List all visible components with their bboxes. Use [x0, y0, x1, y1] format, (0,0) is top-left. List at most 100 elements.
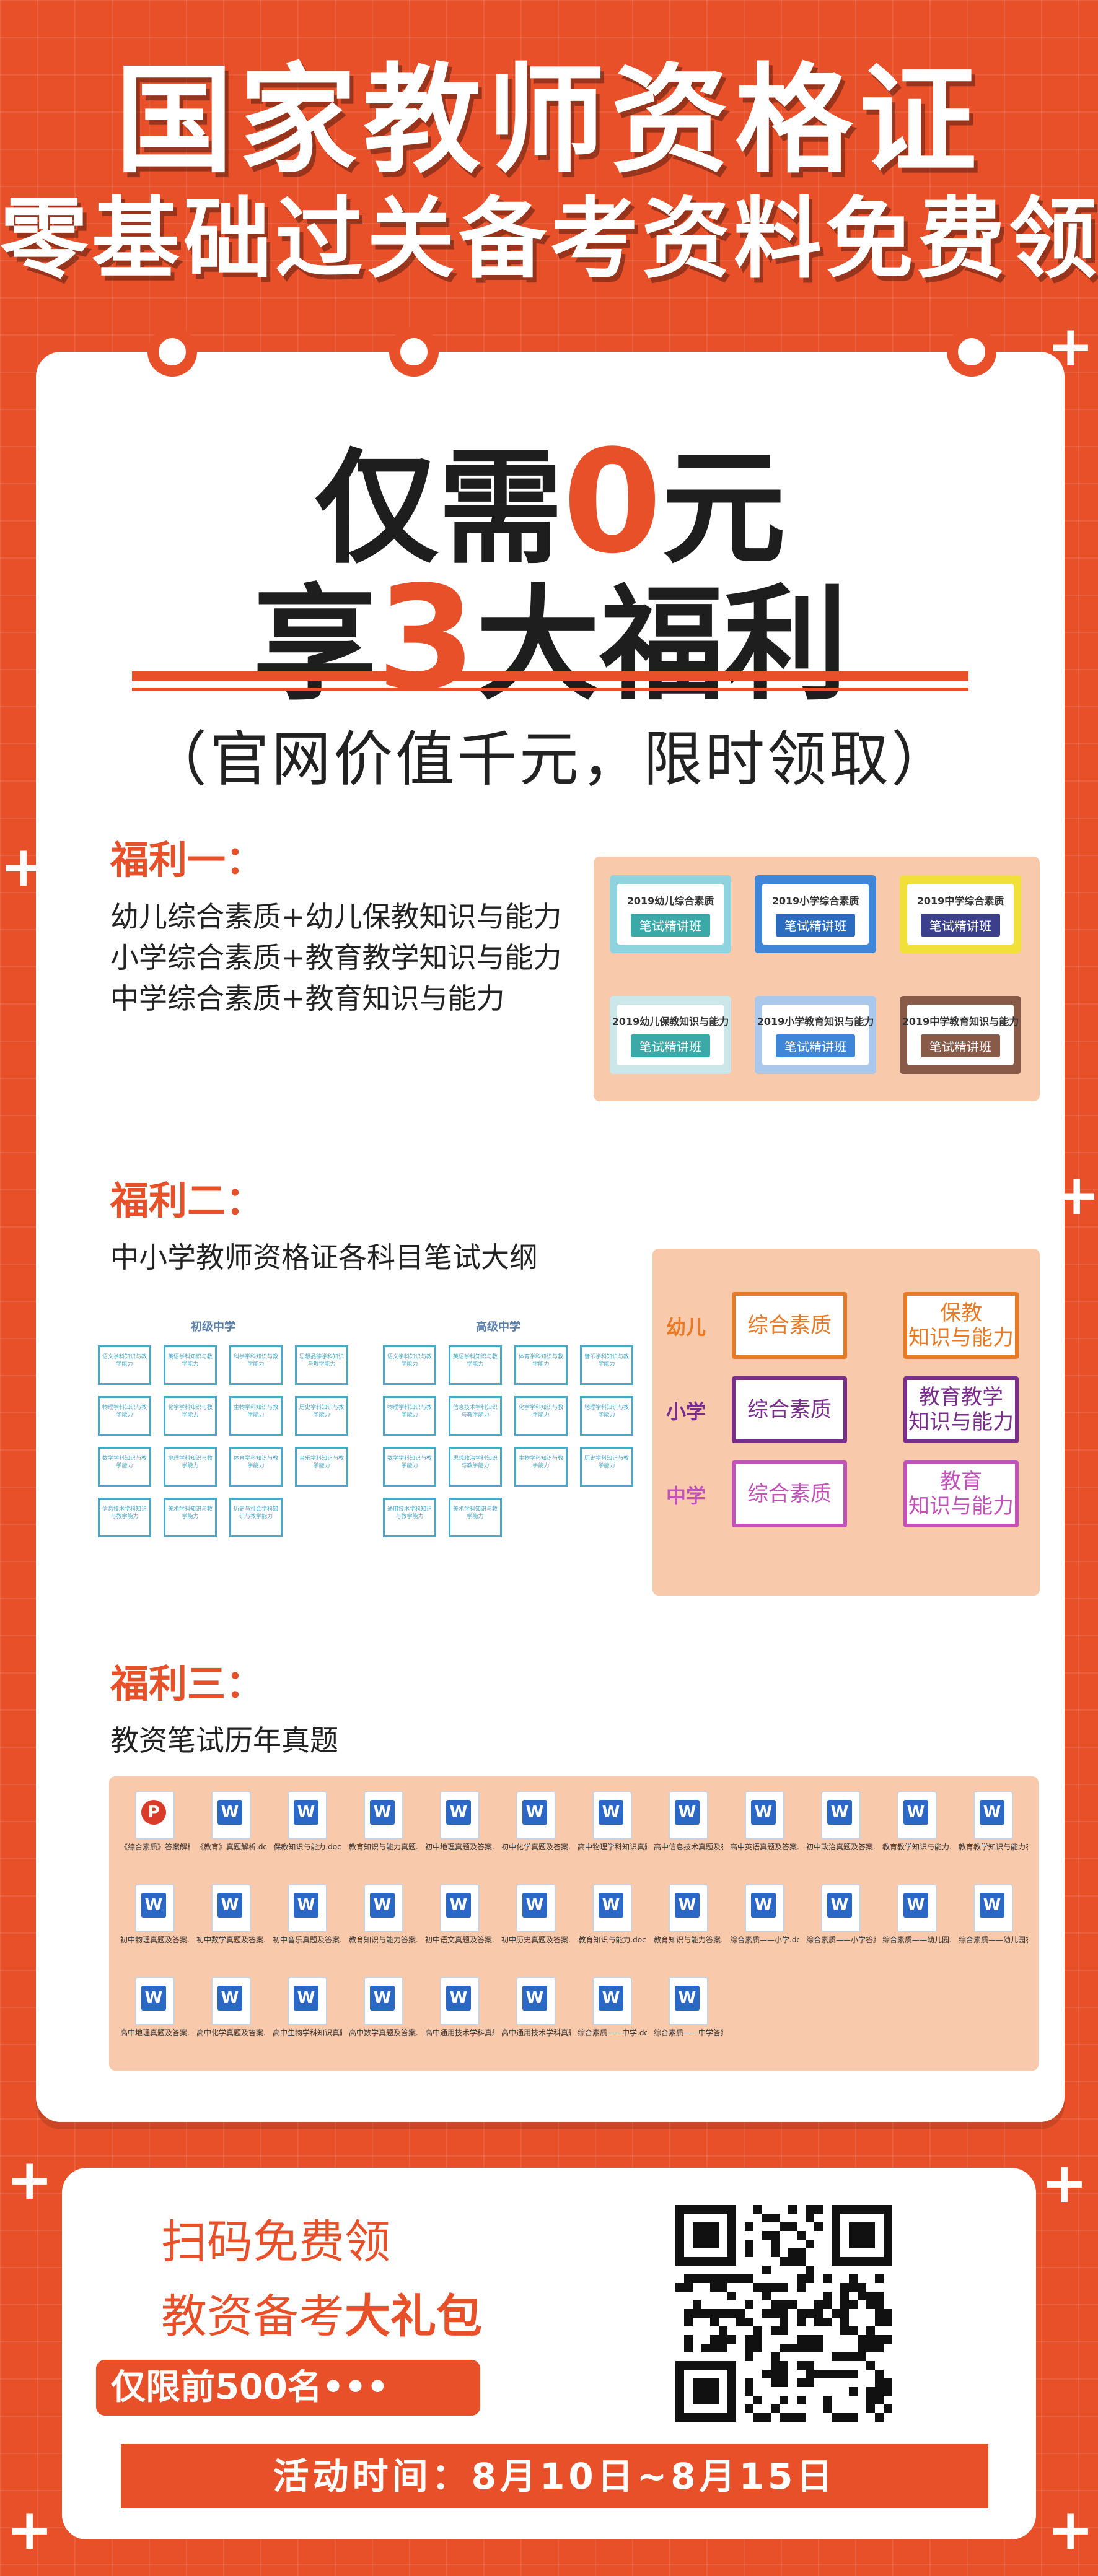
outline-item: 信息技术学科知识与教学能力 [98, 1498, 151, 1537]
plus-icon: + [1047, 2497, 1094, 2562]
outline-item: 科学学科知识与教学能力 [229, 1345, 283, 1385]
outline-item: 通用技术学科知识与教学能力 [383, 1498, 436, 1537]
word-file-icon: W [669, 1791, 708, 1840]
file-name: 初中历史真题及答案.doc [501, 1936, 571, 1944]
file-item[interactable]: W《教育》真题解析.doc [196, 1791, 266, 1852]
course-card: 2019中学教育知识与能力笔试精讲班 [900, 996, 1021, 1074]
word-file-icon: W [897, 1791, 937, 1840]
word-file-icon: W [211, 1977, 251, 2025]
outline-item: 音乐学科知识与教学能力 [295, 1447, 348, 1487]
level-label: 幼儿 [666, 1316, 706, 1339]
course-title: 2019中学综合素质 [916, 894, 1004, 907]
file-name: 教育知识与能力真题.doc [349, 1843, 418, 1851]
outline-area: 初级中学语文学科知识与教学能力英语学科知识与教学能力科学学科知识与教学能力思想品… [98, 1318, 656, 1566]
file-name: 高中生物学科知识真题及答案.doc [273, 2028, 342, 2037]
word-file-icon: W [364, 1884, 403, 1932]
plus-icon: + [6, 2147, 53, 2212]
file-name: 综合素质——小学.doc [730, 1936, 799, 1944]
word-file-icon: W [211, 1884, 251, 1932]
course-badge: 笔试精讲班 [921, 913, 1000, 937]
word-file-icon: W [440, 1884, 480, 1932]
course-badge: 笔试精讲班 [776, 913, 855, 937]
word-file-icon: W [669, 1884, 708, 1932]
file-item[interactable]: W高中物理学科知识真题及答案.doc [578, 1791, 647, 1852]
file-name: 高中数学真题及答案.doc [349, 2028, 418, 2037]
event-time-bar: 活动时间：8月10日~8月15日 [121, 2444, 988, 2508]
file-name: 高中物理学科知识真题及答案.doc [578, 1843, 647, 1851]
outline-group-label: 初级中学 [191, 1321, 235, 1334]
file-name: 教育教学知识与能力答案.doc [959, 1843, 1028, 1851]
word-file-icon: W [288, 1791, 327, 1840]
level-book: 综合素质 [732, 1292, 847, 1359]
level-label: 中学 [666, 1484, 706, 1508]
benefit1-line: 小学综合素质+教育教学知识与能力 [110, 941, 562, 974]
file-name: 高中英语真题及答案.doc [730, 1843, 799, 1851]
outline-item: 数学学科知识与教学能力 [98, 1447, 151, 1487]
course-title: 2019幼儿综合素质 [626, 894, 714, 907]
hero-line-1: 仅需0元 [314, 420, 786, 585]
file-name: 《综合素质》答案解析.pdf [120, 1843, 190, 1851]
file-item[interactable]: P《综合素质》答案解析.pdf [120, 1791, 190, 1852]
file-item[interactable]: W高中信息技术真题及答案.doc [654, 1791, 723, 1852]
file-item[interactable]: W高中通用技术学科真题及答案1.doc [501, 1977, 571, 2038]
outline-item: 生物学科知识与教学能力 [514, 1447, 568, 1487]
benefit3-line: 教资笔试历年真题 [110, 1724, 338, 1757]
file-name: 综合素质——幼儿园答案.doc [959, 1936, 1028, 1944]
outline-item: 历史学科知识与教学能力 [580, 1447, 633, 1487]
main-card: 仅需0元 享3大福利 （官网价值千元，限时领取） 福利一： 幼儿综合素质+幼儿保… [36, 327, 1065, 2122]
outline-item: 思想政治学科知识与教学能力 [449, 1447, 502, 1487]
word-file-icon: W [592, 1977, 632, 2025]
outline-item: 体育学科知识与教学能力 [229, 1447, 283, 1487]
course-title: 2019小学综合素质 [771, 894, 859, 907]
word-file-icon: W [211, 1791, 251, 1840]
header-subtitle: 零基础过关备考资料免费领 [0, 188, 1098, 290]
file-name: 初中语文真题及答案.doc [425, 1936, 494, 1944]
file-item[interactable]: W 高中生物学科知识真题及答案.doc [273, 1977, 342, 2038]
file-item[interactable]: W 初中语文真题及答案.doc [425, 1884, 494, 1945]
qr-code-icon[interactable] [675, 2205, 892, 2422]
word-file-icon: W [669, 1977, 708, 2025]
course-badge: 笔试精讲班 [776, 1034, 855, 1057]
file-item[interactable]: W高中通用技术学科真题及答案.doc [425, 1977, 494, 2038]
binder-hole [947, 327, 996, 377]
benefit1-line: 幼儿综合素质+幼儿保教知识与能力 [110, 900, 562, 933]
outline-item: 化学学科知识与教学能力 [514, 1396, 568, 1436]
promo-line-1: 扫码免费领 [161, 2216, 390, 2269]
word-file-icon: W [440, 1791, 480, 1840]
word-file-icon: W [288, 1977, 327, 2025]
outline-item: 物理学科知识与教学能力 [383, 1396, 436, 1436]
course-card: 2019小学综合素质笔试精讲班 [755, 875, 876, 953]
course-card: 2019幼儿综合素质笔试精讲班 [610, 875, 731, 953]
level-panel: 幼儿综合素质保教 知识与能力小学综合素质教育教学 知识与能力中学综合素质教育 知… [652, 1249, 1040, 1596]
word-file-icon: W [135, 1884, 175, 1932]
course-title: 2019中学教育知识与能力 [902, 1015, 1019, 1028]
file-name: 综合素质——幼儿园.doc [882, 1936, 952, 1944]
file-item[interactable]: W教育教学知识与能力答案.doc [959, 1791, 1028, 1852]
outline-item: 化学学科知识与教学能力 [164, 1396, 217, 1436]
benefit1-title: 福利一： [110, 837, 265, 883]
